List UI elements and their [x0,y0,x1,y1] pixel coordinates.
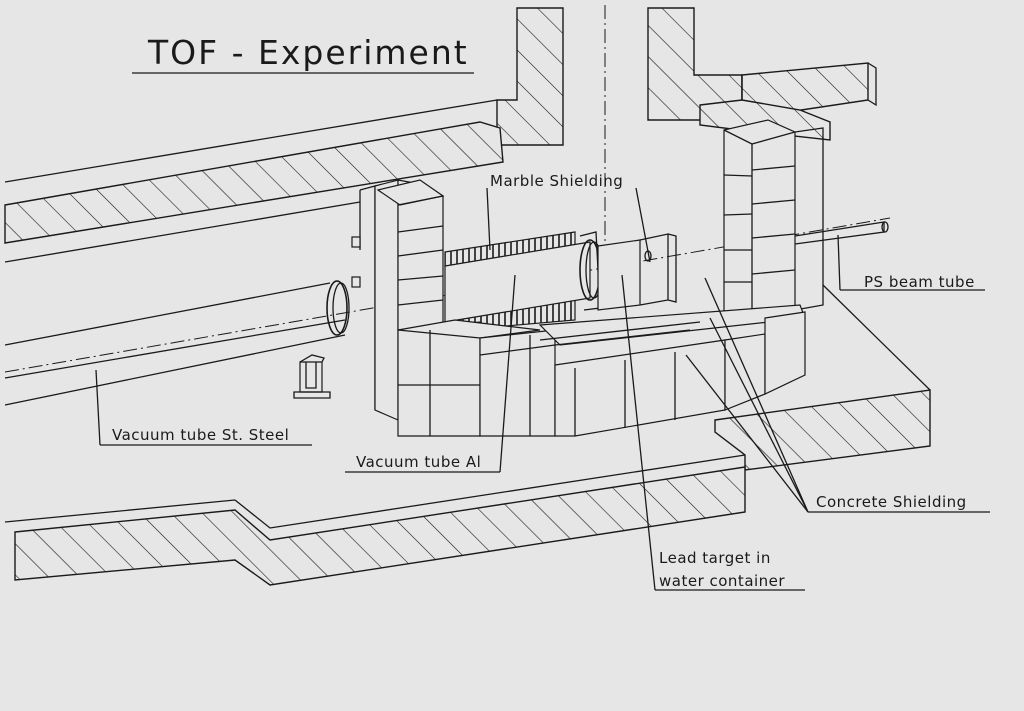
label-concrete-shielding: Concrete Shielding [816,493,967,511]
marble-front-wall [374,179,445,421]
label-lead-target-line1: Lead target in [659,549,771,567]
marble-cylinder [444,231,603,331]
label-vacuum-tube-al: Vacuum tube Al [356,453,481,471]
label-ps-beam-tube: PS beam tube [864,273,975,291]
lower-floor-slab [4,454,746,586]
floor-blocks [397,304,806,437]
support-stand [293,354,331,399]
roof-block [699,62,877,141]
label-marble-shielding: Marble Shielding [490,172,623,190]
lead-target-container [597,233,677,311]
label-lead-target-line2: water container [659,572,785,590]
ps-beam-tube [794,221,889,245]
title: TOF - Experiment [147,33,469,72]
leader-lines [95,187,990,591]
marble-rear-wall [723,119,824,319]
vertical-shaft [496,5,743,250]
label-vacuum-tube-steel: Vacuum tube St. Steel [112,426,289,444]
